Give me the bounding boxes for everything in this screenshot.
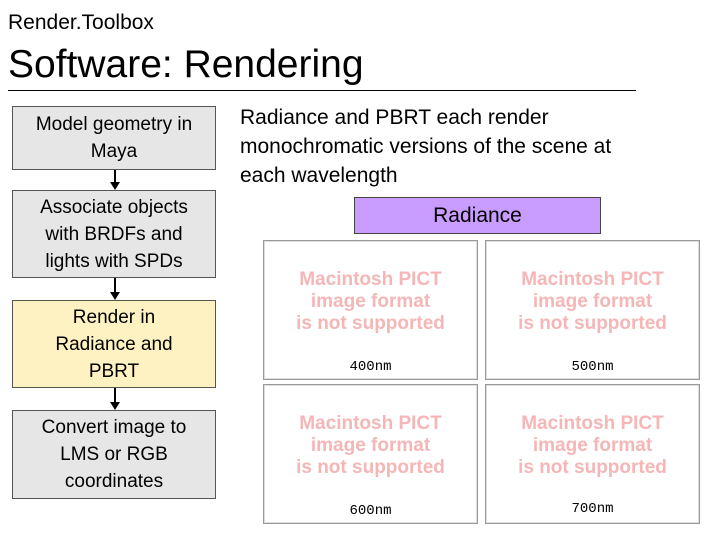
render-panel-700nm: Macintosh PICT image format is not suppo… xyxy=(485,384,700,524)
wavelength-label: 600nm xyxy=(349,503,392,519)
wavelength-label: 700nm xyxy=(571,501,614,517)
step-model-geometry: Model geometry in Maya xyxy=(12,106,216,170)
unsupported-image-placeholder: Macintosh PICT image format is not suppo… xyxy=(518,269,667,334)
wavelength-label: 500nm xyxy=(571,359,614,375)
unsupported-image-placeholder: Macintosh PICT image format is not suppo… xyxy=(296,269,445,334)
unsupported-image-placeholder: Macintosh PICT image format is not suppo… xyxy=(296,413,445,478)
step-render: Render in Radiance and PBRT xyxy=(12,300,216,388)
page-title: Software: Rendering xyxy=(8,43,364,86)
step-associate-brdfs: Associate objects with BRDFs and lights … xyxy=(12,190,216,278)
description-text: Radiance and PBRT each render monochroma… xyxy=(240,106,612,187)
render-panel-400nm: Macintosh PICT image format is not suppo… xyxy=(263,240,478,380)
render-panel-600nm: Macintosh PICT image format is not suppo… xyxy=(263,384,478,524)
unsupported-image-placeholder: Macintosh PICT image format is not suppo… xyxy=(518,413,667,478)
render-panel-500nm: Macintosh PICT image format is not suppo… xyxy=(485,240,700,380)
title-divider xyxy=(8,90,636,91)
app-title: Render.Toolbox xyxy=(8,11,154,34)
renderer-label-radiance: Radiance xyxy=(354,197,601,234)
step-convert-image: Convert image to LMS or RGB coordinates xyxy=(12,410,216,499)
wavelength-label: 400nm xyxy=(349,359,392,375)
